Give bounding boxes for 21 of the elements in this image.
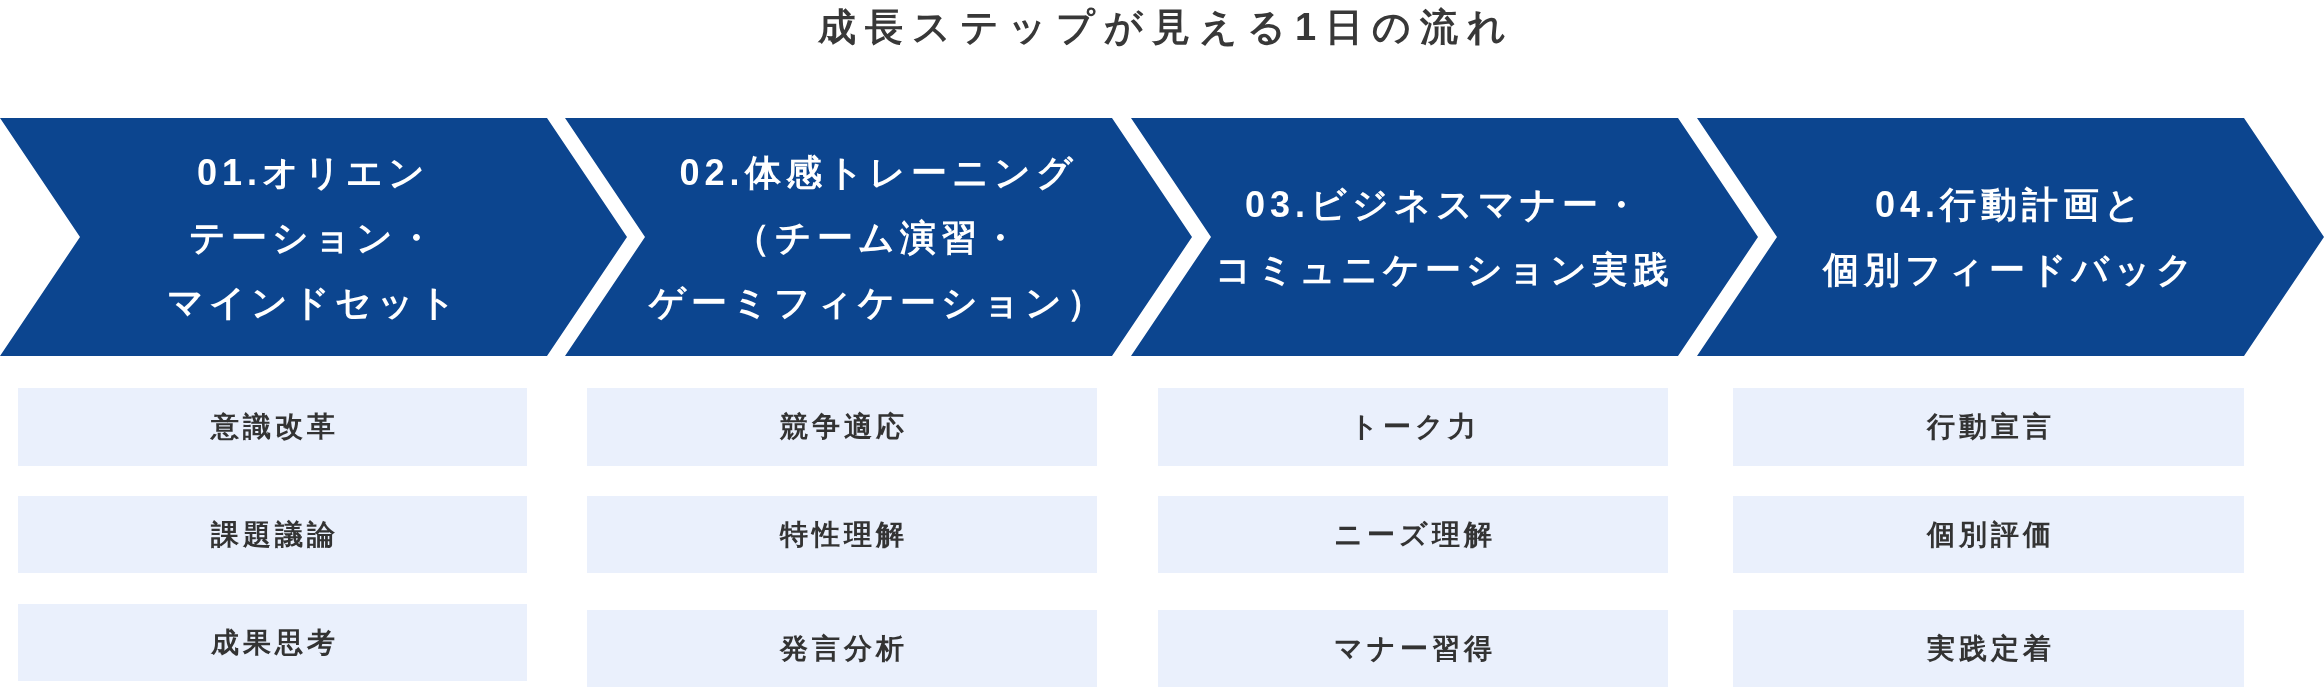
skill-label: 成果思考 bbox=[209, 625, 339, 660]
process-step bbox=[1697, 118, 2324, 356]
skill-label: ニーズ理解 bbox=[1333, 517, 1496, 552]
process-step bbox=[565, 118, 1192, 356]
skill-label: 個別評価 bbox=[1925, 517, 2055, 552]
step-title: 04.行動計画と個別フィードバック bbox=[1823, 183, 2198, 292]
skill-label: トーク力 bbox=[1349, 410, 1480, 444]
diagram-title: 成長ステップが見える1日の流れ bbox=[816, 5, 1516, 50]
skill-label: 発言分析 bbox=[778, 631, 908, 666]
skill-label: 競争適応 bbox=[779, 410, 908, 444]
step-title: 01.オリエンテーション・マインドセット bbox=[166, 150, 461, 325]
skill-label: マナー習得 bbox=[1333, 631, 1496, 666]
skill-label: 行動宣言 bbox=[1925, 410, 2055, 444]
skill-label: 実践定着 bbox=[1925, 631, 2055, 666]
skill-label: 特性理解 bbox=[778, 517, 908, 552]
step-title: 03.ビジネスマナー・コミュニケーション実践 bbox=[1215, 183, 1674, 292]
process-step bbox=[0, 118, 627, 356]
skill-label: 課題議論 bbox=[209, 517, 339, 552]
skill-label: 意識改革 bbox=[209, 410, 339, 444]
process-step bbox=[1131, 118, 1758, 356]
step-title: 02.体感トレーニング（チーム演習・ゲーミフィケーション） bbox=[649, 150, 1108, 325]
